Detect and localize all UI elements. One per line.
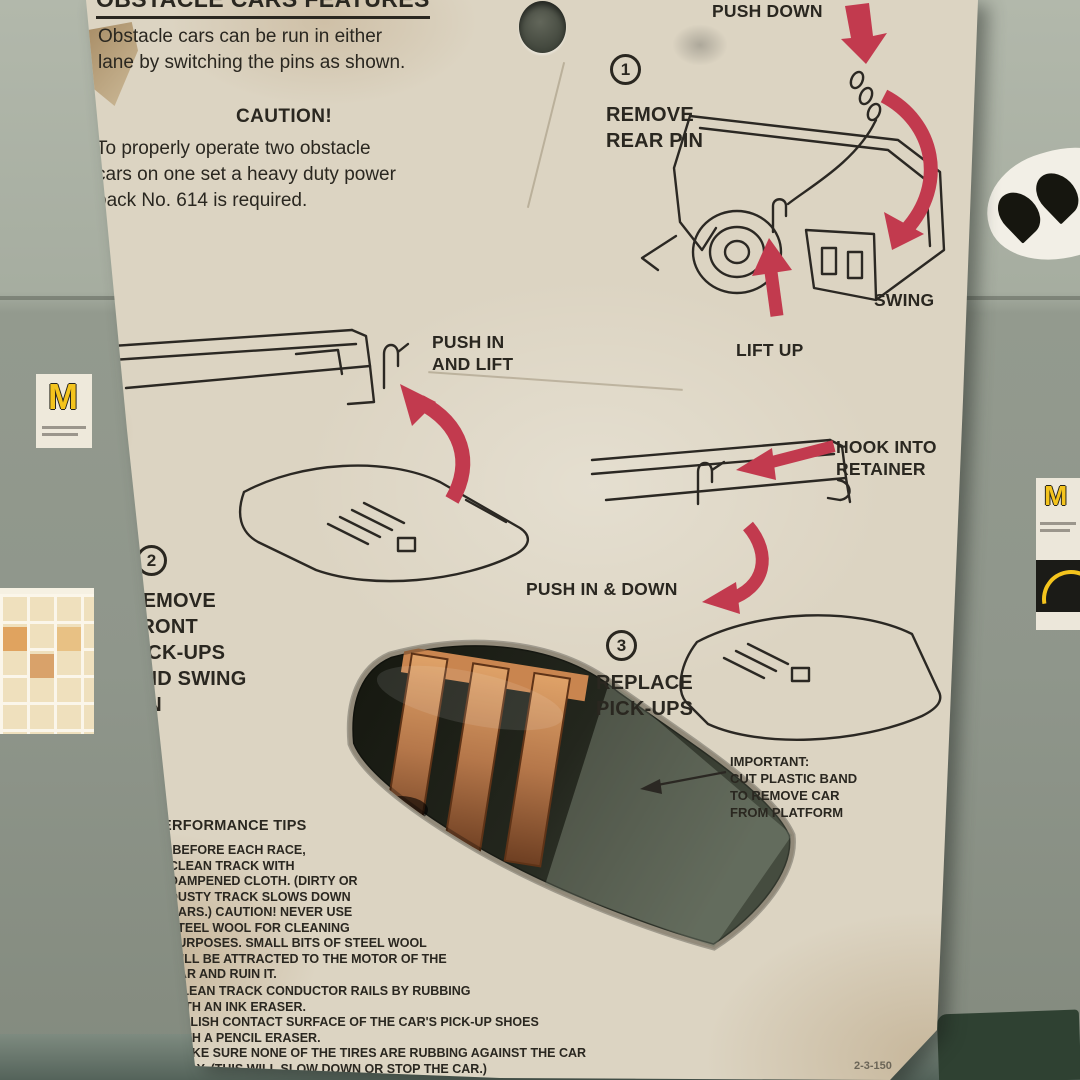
step1-label: REMOVE REAR PIN: [606, 104, 704, 152]
callout-hook-retainer: HOOK INTO RETAINER: [836, 437, 937, 479]
step2-diagram: [110, 328, 529, 583]
callout-push-in-down: PUSH IN & DOWN: [526, 579, 678, 599]
tip-2: 2. CLEAN TRACK CONDUCTOR RAILS BY RUBBIN…: [155, 984, 471, 1014]
performance-tips-heading: PERFORMANCE TIPS: [152, 818, 307, 834]
caution-body: To properly operate two obstacle cars on…: [96, 138, 396, 211]
push-in-down-arrow-icon: [725, 521, 769, 607]
window-sheen: [376, 665, 564, 731]
lift-up-arrow-icon: [764, 271, 784, 317]
tip-3: 3. POLISH CONTACT SURFACE OF THE CAR'S P…: [155, 1015, 539, 1045]
step3-number: 3: [606, 630, 637, 661]
hang-hole: [519, 1, 566, 53]
push-in-lift-arrow-icon: [416, 395, 471, 504]
blister-window: [346, 639, 796, 951]
tip-1: 1. BEFORE EACH RACE, CLEAN TRACK WITH DA…: [155, 843, 447, 981]
moon-m-letter: M: [1044, 480, 1068, 511]
card-title: OBSTACLE CARS FEATURES: [96, 0, 430, 19]
side-card-right: M: [1036, 478, 1080, 630]
step1-number: 1: [610, 54, 641, 85]
push-down-arrow-icon: [841, 3, 887, 64]
hook-retainer-arrow-icon: [770, 440, 836, 468]
red-arrows: [400, 3, 938, 614]
tile-accent: [57, 627, 81, 651]
callout-push-in-lift: PUSH IN AND LIFT: [432, 332, 514, 374]
tile-accent: [30, 654, 54, 678]
callout-swing: SWING: [874, 290, 935, 310]
fine-print-bar: [1040, 529, 1070, 532]
step3-label: REPLACE PICK-UPS: [596, 672, 694, 720]
swing-arrow-icon: [880, 89, 938, 235]
red-detail-dot: [447, 843, 457, 853]
footer-code: 2-3-150: [854, 1060, 892, 1072]
smoke-plastic: [545, 680, 792, 947]
callout-push-down: PUSH DOWN: [712, 1, 823, 21]
smudge: [672, 24, 728, 66]
tip-4: 4. MAKE SURE NONE OF THE TIRES ARE RUBBI…: [155, 1046, 587, 1076]
fine-print-bar: [1040, 522, 1076, 525]
step2-number: 2: [136, 545, 167, 576]
logo-black-box: [1036, 560, 1080, 612]
important-pointer: [640, 770, 727, 794]
moon-m-letter: M: [48, 376, 78, 417]
step1-diagram: [640, 70, 946, 302]
intro-text: Obstacle cars can be run in either lane …: [98, 26, 406, 73]
tile-wall: [0, 588, 94, 734]
fine-print-bar: [42, 426, 86, 429]
tile-accent: [3, 627, 27, 651]
callout-lift-up: LIFT UP: [736, 340, 804, 360]
step2-label: REMOVE FRONT PICK-UPS AND SWING PIN: [128, 590, 247, 716]
side-card-left: M: [36, 374, 92, 448]
important-note: IMPORTANT: CUT PLASTIC BAND TO REMOVE CA…: [730, 754, 858, 820]
fine-print-bar: [42, 433, 78, 436]
caution-heading: CAUTION!: [236, 106, 333, 127]
